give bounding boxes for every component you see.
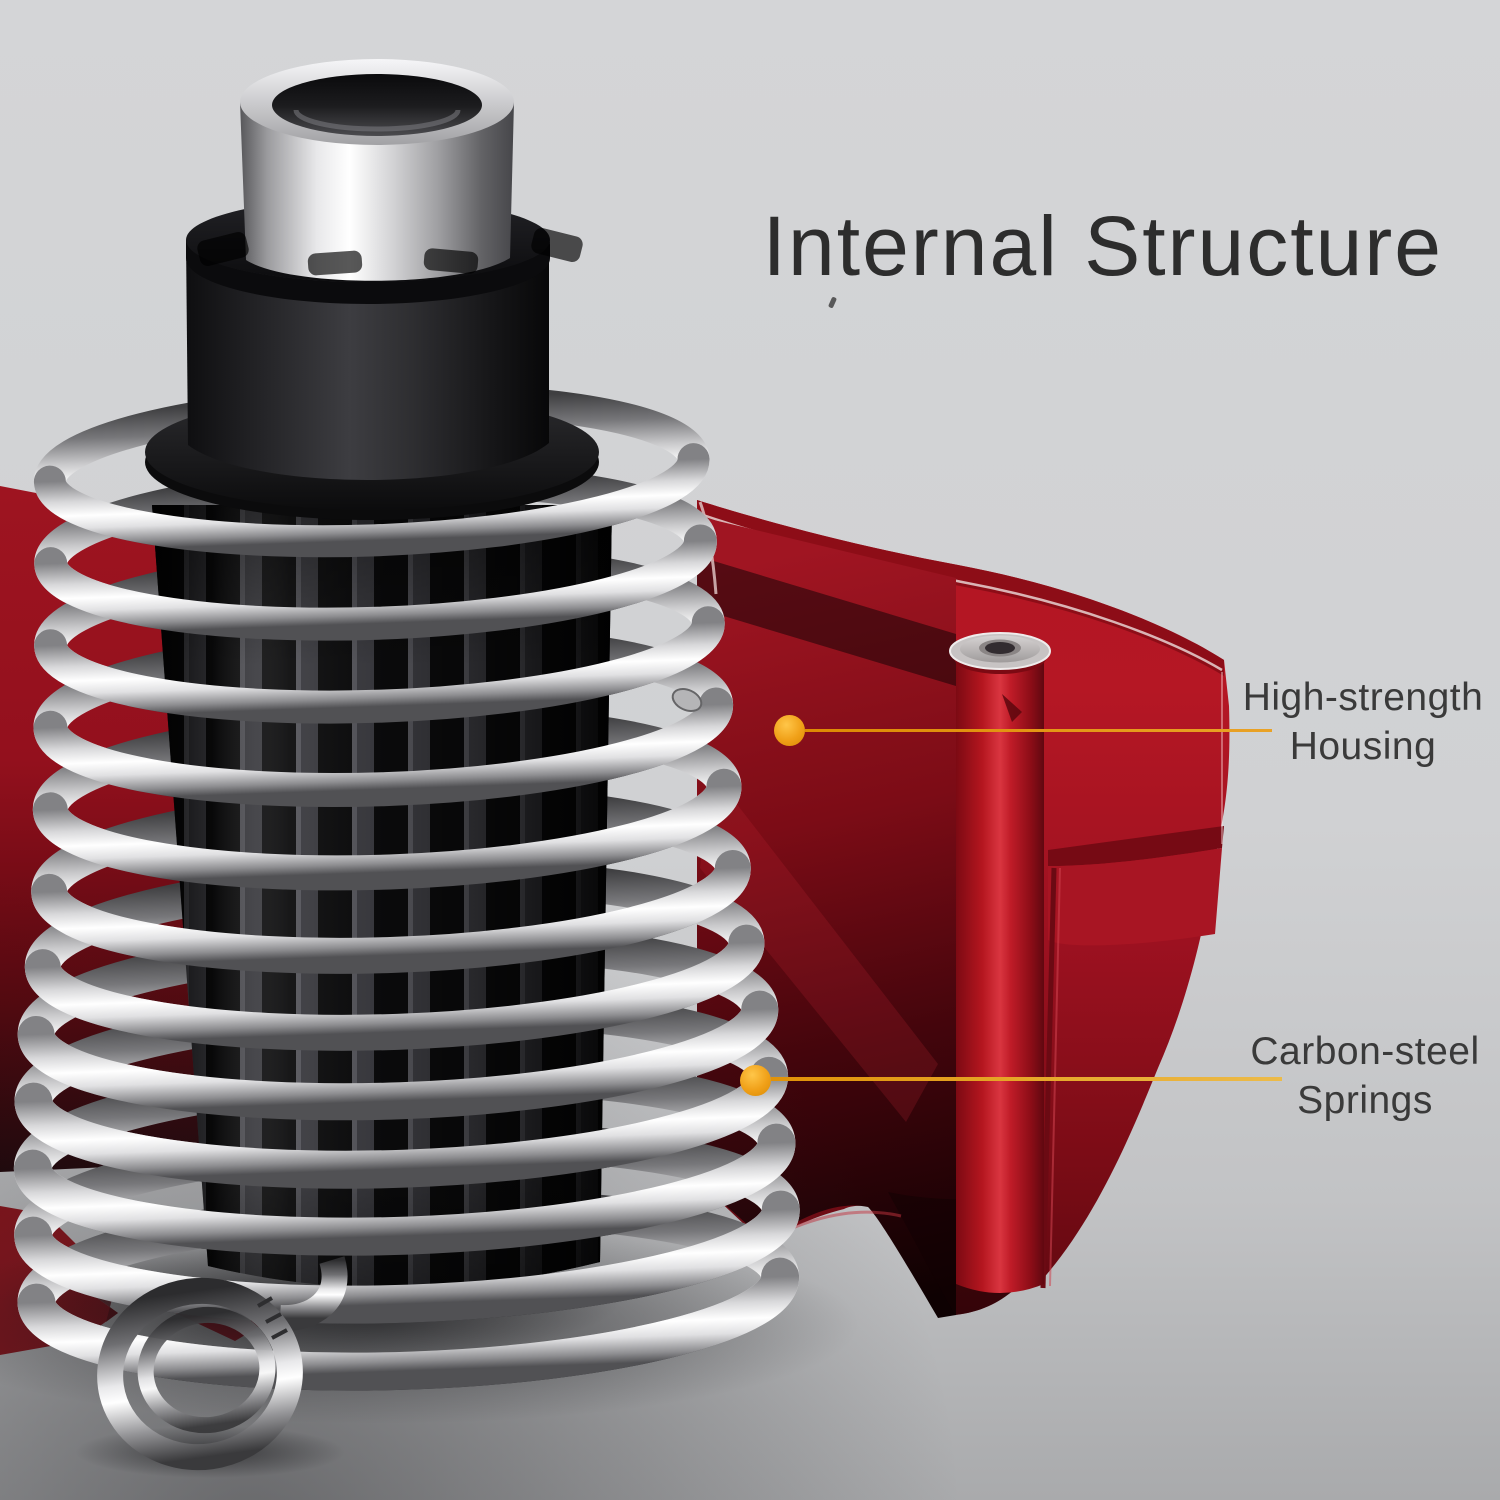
callout-springs-leader-line <box>771 1077 1282 1081</box>
housing-ledge <box>1048 826 1224 866</box>
callout-springs-dot <box>740 1065 771 1096</box>
coil-spring <box>13 443 800 1391</box>
callout-springs-label-line1: Carbon-steel <box>1250 1030 1480 1073</box>
spring-end-loop <box>97 1256 348 1471</box>
callout-housing-label-line2: Housing <box>1289 725 1437 768</box>
page-title: Internal Structure <box>762 199 1443 293</box>
callout-housing-leader-line <box>805 729 1272 732</box>
callout-housing-label-line1: High-strength <box>1242 676 1484 719</box>
hub-upper-cylinder <box>186 240 549 481</box>
hub-cap-notches <box>197 228 583 276</box>
chrome-collar <box>240 59 514 281</box>
callout-springs-label: Carbon-steel Springs <box>1243 1027 1487 1125</box>
callout-housing-dot <box>774 715 805 746</box>
callout-springs-label-line2: Springs <box>1297 1079 1433 1122</box>
spring-wire-end <box>671 688 703 712</box>
callout-housing-label: High-strength Housing <box>1232 673 1494 771</box>
collar-bore <box>272 74 482 136</box>
housing-rim-top-surface <box>697 500 1224 676</box>
